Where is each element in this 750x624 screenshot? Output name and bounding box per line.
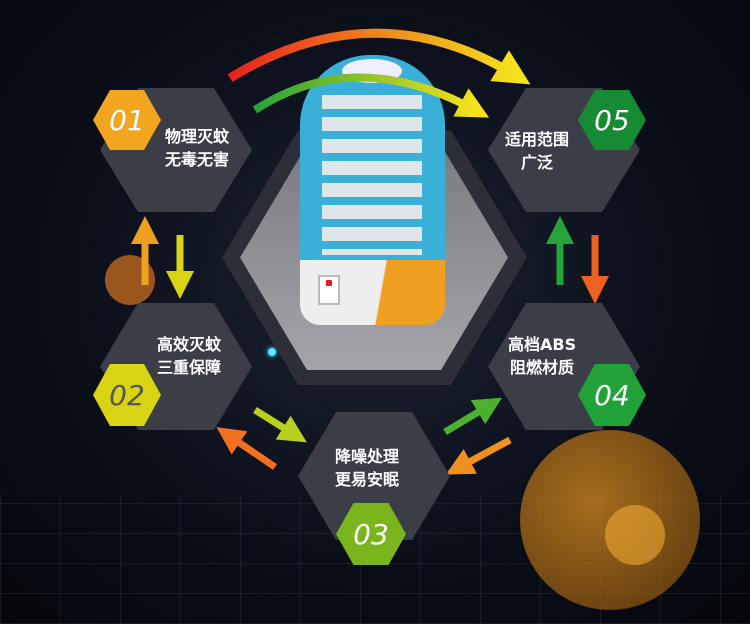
- feature-line: 广泛: [521, 153, 554, 172]
- feature-line: 高档ABS: [508, 335, 577, 354]
- arrow-top-outer: [227, 28, 531, 85]
- arrow-4-to-3: [445, 436, 512, 475]
- arrow-3-to-2: [216, 427, 277, 470]
- arrow-3-to-4: [443, 397, 503, 436]
- feature-line: 更易安眠: [335, 470, 400, 489]
- feature-line: 物理灭蚊: [165, 127, 230, 146]
- feature-line: 三重保障: [157, 358, 222, 377]
- product-image: [300, 55, 445, 325]
- feature-line: 降噪处理: [335, 447, 400, 466]
- feature-text-04: 高档ABS 阻燃材质: [508, 333, 576, 379]
- feature-text-05: 适用范围广泛: [505, 128, 569, 174]
- arrow-2-to-3: [253, 407, 307, 443]
- power-switch: [318, 275, 340, 305]
- small-bokeh-circle: [605, 505, 665, 565]
- feature-line: 高效灭蚊: [157, 335, 222, 354]
- feature-badge-02: 02: [93, 364, 161, 426]
- feature-line: 阻燃材质: [510, 358, 575, 377]
- feature-text-03: 降噪处理更易安眠: [335, 445, 399, 491]
- cyan-dot: [268, 348, 276, 356]
- feature-text-02: 高效灭蚊三重保障: [157, 333, 221, 379]
- feature-text-01: 物理灭蚊无毒无害: [165, 125, 229, 171]
- feature-line: 无毒无害: [165, 150, 230, 169]
- arrow-top-inner: [252, 73, 490, 118]
- feature-line: 适用范围: [505, 130, 570, 149]
